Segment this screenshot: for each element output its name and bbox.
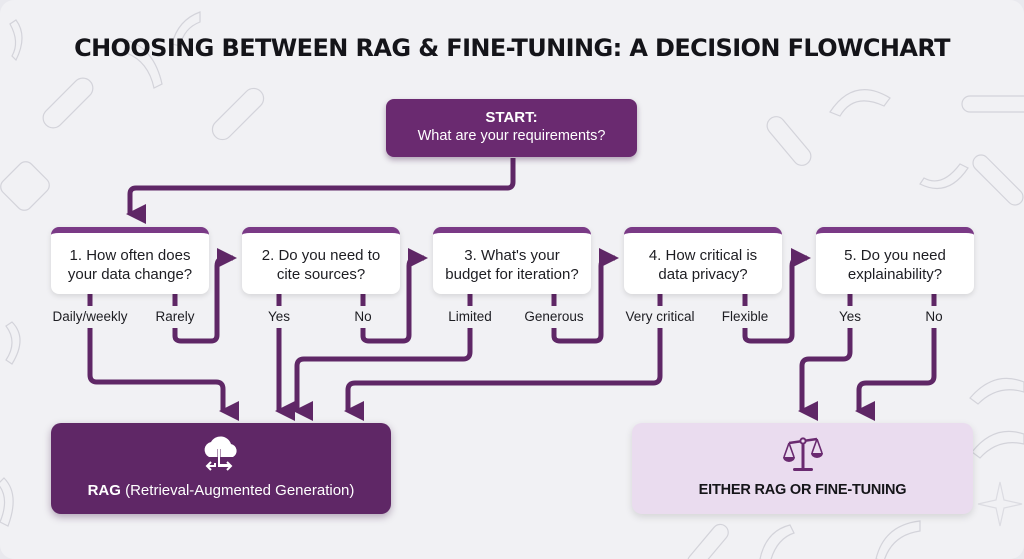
deco-arc: [123, 39, 163, 89]
connector-q1-rarely-to-q2: [172, 248, 237, 344]
option-label: Generous: [524, 309, 584, 324]
option-label: Very critical: [625, 309, 695, 324]
connector-q5-no-to-either: [855, 328, 937, 421]
question-text-line2: cite sources?: [276, 266, 366, 283]
deco-arc: [829, 89, 891, 117]
connector-q5-yes-to-either: [798, 328, 853, 421]
start-heading: START:: [485, 109, 538, 126]
question-card-2: 2. Do you need to cite sources?: [242, 227, 400, 294]
deco-arc: [971, 430, 1024, 459]
connector-q4-critical-to-rag: [344, 328, 663, 421]
deco-arc: [969, 377, 1024, 405]
connector-q3-limited-to-rag: [293, 328, 473, 421]
question-text-line2: explainability?: [847, 266, 943, 283]
question-text-line1: 1. How often does: [69, 247, 191, 264]
deco-arc: [759, 524, 795, 559]
outcome-either: EITHER RAG OR FINE-TUNING: [632, 423, 973, 514]
deco-arc: [919, 163, 969, 189]
question-card-3: 3. What's your budget for iteration?: [433, 227, 591, 294]
question-text-line1: 5. Do you need: [844, 247, 946, 264]
deco-arc: [0, 477, 14, 527]
deco-square: [0, 161, 50, 211]
option-label: Limited: [448, 309, 492, 324]
option-stubs: [87, 294, 937, 306]
connector-q4-flexible-to-q5: [742, 248, 811, 344]
deco-arc: [875, 520, 921, 559]
connector-q1-daily-to-rag: [87, 328, 239, 421]
deco-arc: [9, 19, 23, 62]
deco-pill: [766, 116, 812, 166]
deco-arc: [5, 321, 21, 365]
start-question: What are your requirements?: [417, 128, 606, 144]
question-card-1: 1. How often does your data change?: [51, 227, 209, 294]
question-text-line2: your data change?: [67, 266, 193, 283]
start-node: START: What are your requirements?: [386, 99, 637, 157]
question-text-line1: 2. Do you need to: [261, 247, 381, 264]
connector-q2-no-to-q3: [360, 248, 428, 344]
question-text-line1: 4. How critical is: [648, 247, 758, 264]
deco-pill: [42, 77, 94, 129]
option-label: Yes: [838, 309, 862, 324]
deco-pill: [211, 87, 265, 141]
option-label: Daily/weekly: [52, 309, 128, 324]
option-label: No: [925, 309, 943, 324]
outcome-rag-full-name: (Retrieval-Augmented Generation): [120, 482, 355, 499]
deco-arc: [171, 11, 201, 47]
question-card-4: 4. How critical is data privacy?: [624, 227, 782, 294]
question-text-line1: 3. What's your: [464, 247, 560, 264]
outcome-rag: RAG (Retrieval-Augmented Generation): [51, 423, 391, 514]
option-label: Rarely: [155, 309, 195, 324]
question-text-line2: data privacy?: [658, 266, 748, 283]
option-label: Yes: [267, 309, 291, 324]
deco-pill: [972, 154, 1024, 206]
sparkle-icon: [977, 481, 1023, 527]
outcome-either-label: EITHER RAG OR FINE-TUNING: [698, 482, 907, 498]
connector-q3-generous-to-q4: [551, 248, 619, 344]
question-card-5: 5. Do you need explainability?: [816, 227, 974, 294]
option-label: Flexible: [721, 309, 769, 324]
outcome-rag-acronym: RAG: [87, 482, 121, 499]
outcome-rag-label: RAG (Retrieval-Augmented Generation): [51, 482, 391, 499]
cloud-retrieval-icon: [51, 435, 391, 480]
deco-pill: [961, 95, 1024, 113]
page-title: CHOOSING BETWEEN RAG & FINE-TUNING: A DE…: [74, 34, 950, 62]
question-text-line2: budget for iteration?: [445, 266, 579, 283]
balance-scale-icon: [632, 433, 973, 480]
deco-pill: [687, 523, 729, 559]
connector-start-to-q1: [126, 158, 516, 224]
option-label: No: [354, 309, 372, 324]
